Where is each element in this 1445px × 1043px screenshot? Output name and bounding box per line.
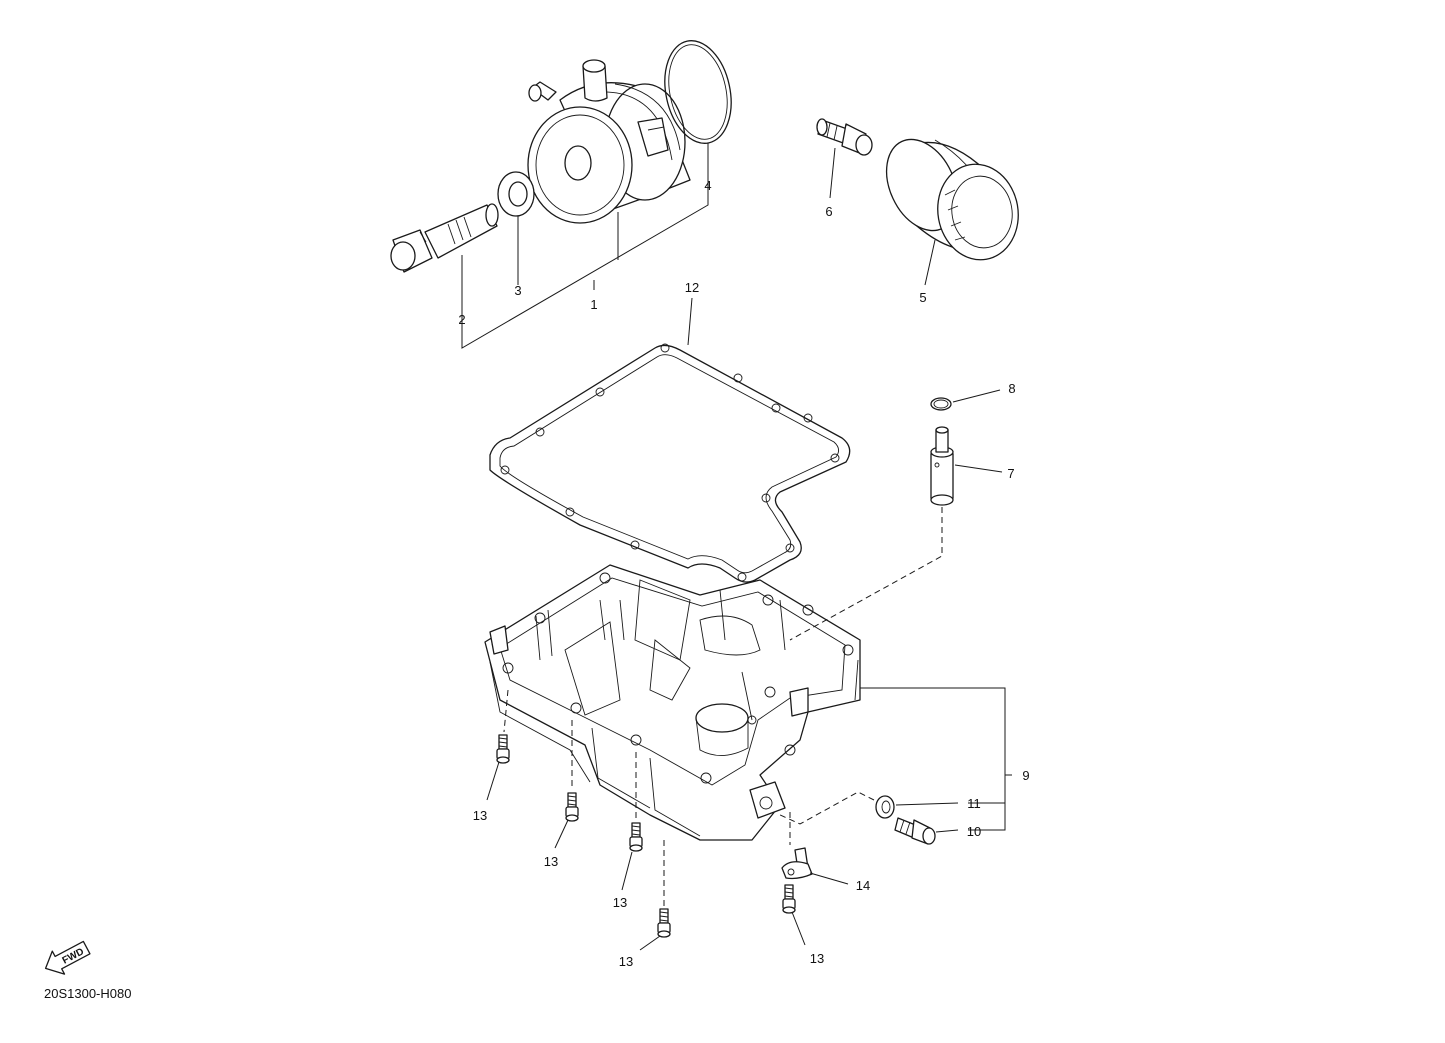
callout-13-c: 13	[613, 895, 627, 910]
oil-filter-5	[885, 138, 1019, 261]
callout-3: 3	[514, 283, 521, 298]
callout-4: 4	[704, 178, 711, 193]
washer-3	[497, 171, 535, 217]
callout-12: 12	[685, 280, 699, 295]
callout-9: 9	[1022, 768, 1029, 783]
callout-6: 6	[825, 204, 832, 219]
callout-labels: 1 2 3 4 5 6 7 8 9 10 11 12 13 13 13 13 1…	[458, 178, 1029, 969]
gasket-11	[875, 795, 895, 819]
oil-pan-9	[484, 564, 861, 841]
callout-13-e: 13	[810, 951, 824, 966]
drain-bolt-10	[894, 817, 936, 845]
callout-13-b: 13	[544, 854, 558, 869]
fwd-label: FWD	[61, 946, 86, 966]
o-ring-8	[930, 397, 952, 411]
callout-2: 2	[458, 312, 465, 327]
oil-pipe-7	[930, 426, 954, 506]
bolts-13	[496, 734, 796, 938]
callout-7: 7	[1007, 466, 1014, 481]
union-bolt-6	[816, 118, 873, 156]
callout-13-d: 13	[619, 954, 633, 969]
leader-lines	[461, 143, 1012, 951]
oil-pan-gasket-12	[489, 343, 851, 583]
callout-5: 5	[919, 290, 926, 305]
callout-14: 14	[856, 878, 870, 893]
clamp-14	[781, 847, 813, 880]
fwd-arrow-icon: FWD	[44, 940, 91, 975]
callout-13-a: 13	[473, 808, 487, 823]
callout-11: 11	[967, 796, 981, 811]
oil-cooler	[527, 59, 691, 224]
hollow-bolt-2	[390, 203, 499, 273]
o-ring-4	[664, 40, 732, 144]
callout-1: 1	[590, 297, 597, 312]
callout-8: 8	[1008, 381, 1015, 396]
callout-10: 10	[967, 824, 981, 839]
diagram-code: 20S1300-H080	[44, 986, 131, 1001]
